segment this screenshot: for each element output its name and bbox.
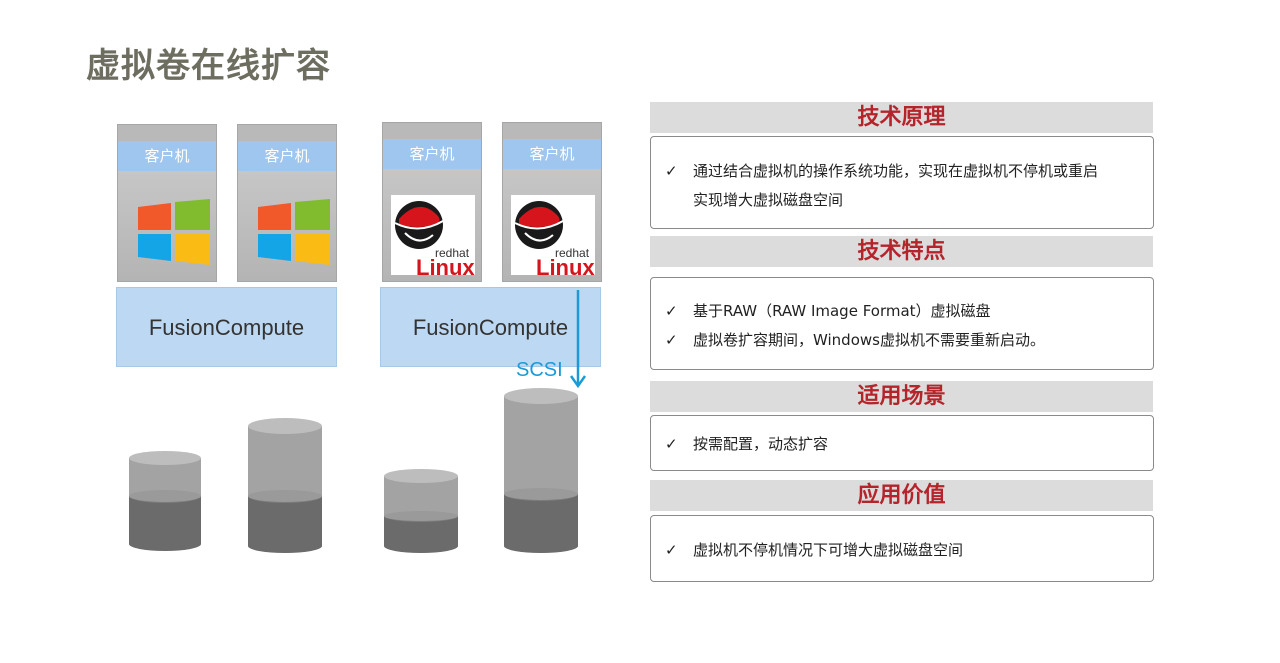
hypervisor-bar-right: FusionCompute: [380, 287, 601, 367]
section-box-value: ✓虚拟机不停机情况下可增大虚拟磁盘空间: [650, 515, 1154, 582]
list-item: ✓基于RAW（RAW Image Format）虚拟磁盘: [665, 297, 991, 326]
section-heading-features: 技术特点: [650, 236, 1153, 267]
linux-text: Linux: [536, 255, 595, 275]
redhat-text: redhat: [555, 246, 590, 260]
page-title: 虚拟卷在线扩容: [86, 46, 331, 86]
vm-card-linux-2: 客户机 redhat Linux: [502, 122, 602, 282]
windows-logo-icon: [138, 199, 210, 265]
windows-logo-icon: [258, 199, 330, 265]
section-box-features: ✓基于RAW（RAW Image Format）虚拟磁盘 ✓虚拟卷扩容期间，Wi…: [650, 277, 1154, 370]
redhat-linux-logo-icon: redhat Linux: [391, 195, 475, 280]
section-box-scenarios: ✓按需配置，动态扩容: [650, 415, 1154, 471]
storage-disk-icon: [504, 388, 578, 553]
redhat-text: redhat: [435, 246, 470, 260]
hypervisor-bar-left: FusionCompute: [116, 287, 337, 367]
check-icon: ✓: [665, 302, 678, 320]
storage-disk-icon: [248, 418, 322, 553]
scsi-label: SCSI: [516, 359, 563, 381]
check-icon: ✓: [665, 162, 678, 180]
vm-label: 客户机: [383, 139, 481, 169]
storage-disk-icon: [129, 451, 201, 551]
vm-label: 客户机: [238, 141, 336, 171]
section-heading-principle: 技术原理: [650, 102, 1153, 133]
list-item: ✓虚拟卷扩容期间，Windows虚拟机不需要重新启动。: [665, 326, 1045, 355]
check-icon: ✓: [665, 331, 678, 349]
storage-disk-icon: [384, 469, 458, 553]
vm-card-windows-2: 客户机: [237, 124, 337, 282]
scsi-arrow-icon: [569, 290, 587, 389]
list-item: 实现增大虚拟磁盘空间: [693, 191, 844, 209]
section-heading-value: 应用价值: [650, 480, 1153, 511]
vm-card-windows-1: 客户机: [117, 124, 217, 282]
check-icon: ✓: [665, 541, 678, 559]
list-item: ✓通过结合虚拟机的操作系统功能，实现在虚拟机不停机或重启: [665, 157, 1098, 186]
list-item: ✓虚拟机不停机情况下可增大虚拟磁盘空间: [665, 536, 963, 565]
check-icon: ✓: [665, 435, 678, 453]
section-box-principle: ✓通过结合虚拟机的操作系统功能，实现在虚拟机不停机或重启 实现增大虚拟磁盘空间: [650, 136, 1154, 229]
list-item: ✓按需配置，动态扩容: [665, 430, 828, 459]
vm-card-linux-1: 客户机 redhat Linux: [382, 122, 482, 282]
section-heading-scenarios: 适用场景: [650, 381, 1153, 412]
linux-text: Linux: [416, 255, 475, 275]
vm-label: 客户机: [118, 141, 216, 171]
redhat-linux-logo-icon: redhat Linux: [511, 195, 595, 280]
vm-label: 客户机: [503, 139, 601, 169]
